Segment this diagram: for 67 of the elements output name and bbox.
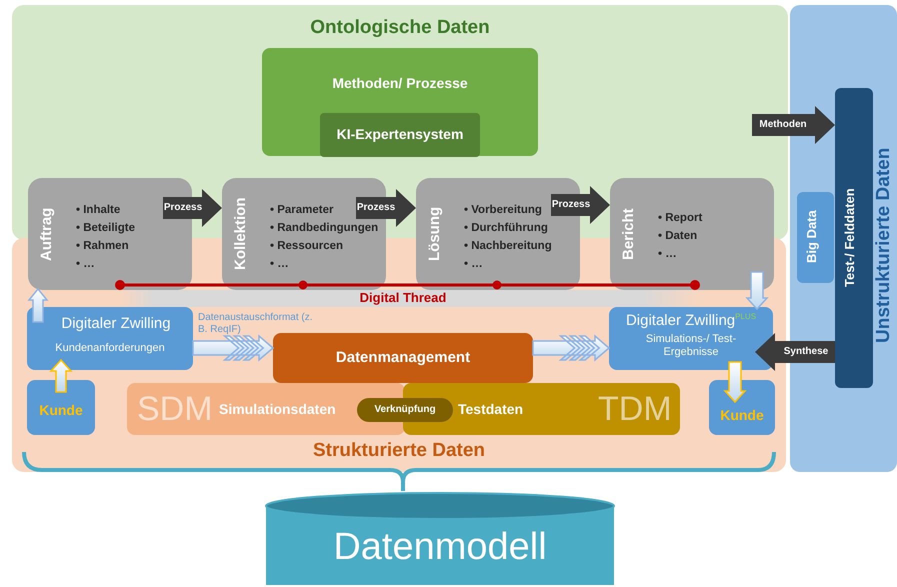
block-arrow [745,271,769,310]
band-heading: Unstrukturierte Daten [873,146,895,345]
edge-label: Methoden [758,119,808,131]
block-arrow [752,106,835,144]
box-label: Big Data [805,209,820,266]
list-item: • Inhalte [76,204,120,218]
edge-label: Synthese [782,346,830,358]
customer-box [27,380,95,435]
box-label: Kunde [719,407,765,424]
watermark-label: TDM [598,390,673,430]
customer-box [709,380,775,435]
box-label: Simulationsdaten [219,401,337,418]
block-arrow [163,189,222,227]
list-item: • Parameter [270,204,334,218]
band-heading: Strukturierte Daten [312,440,486,462]
block-arrow [49,358,73,393]
cylinder-label: Datenmodell [332,526,548,570]
edge-label: Prozess [550,199,592,211]
watermark-label: SDM [137,390,214,430]
box-label: KI-Expertensystem [336,126,464,142]
expert-system-box [320,113,480,157]
twin-box [27,307,193,370]
data-management-box [273,333,533,383]
twin-box [609,307,773,370]
card-heading: Lösung [426,206,444,264]
database-cylinder [265,492,615,585]
list-item: • Rahmen [76,240,129,254]
list-item: • … [270,258,289,272]
bar-label: Test-/ Felddaten [843,188,858,290]
edge-label: Datenaustauschformat (z. B. ReqIF) [198,312,314,336]
list-item: • Daten [658,230,698,244]
box-label: Datenmanagement [334,349,472,366]
edge-label: Prozess [356,202,396,214]
list-item: • Ressourcen [270,240,344,254]
box-subtitle: Simulations-/ Test-Ergebnisse [644,333,738,358]
block-arrow [723,361,747,404]
card-heading: Auftrag [38,206,56,263]
box-heading: Digitaler Zwilling$^{PLUS}$ [624,312,758,330]
list-item: • Beteiligte [76,222,135,236]
list-item: • Nachbereitung [464,240,552,254]
box-label: Kunde [38,402,84,418]
block-arrow [356,189,416,227]
box-label: Testdaten [458,401,524,418]
list-item: • Durchführung [464,222,548,236]
process-card [610,178,774,290]
link-pill [357,398,453,422]
edge-label: Prozess [162,202,204,214]
block-arrow [755,333,835,371]
band-heading: Ontologische Daten [309,17,491,39]
box-heading: Digitaler Zwilling [60,315,172,332]
data-box [797,192,834,283]
list-item: • … [658,248,677,262]
list-item: • Report [658,212,702,226]
list-item: • Randbedingungen [270,222,378,236]
method-box [262,48,538,156]
list-item: • … [464,258,483,272]
block-arrow [551,186,610,224]
card-heading: Kollektion [232,196,250,272]
pill-label: Verknüpfung [373,404,437,416]
card-heading: Bericht [620,207,638,262]
list-item: • Vorbereitung [464,204,542,218]
list-item: • … [76,258,95,272]
box-subtitle: Kundenanforderungen [54,342,166,355]
box-heading: Methoden/ Prozesse [331,75,469,92]
block-arrow [27,288,49,323]
data-bar [835,88,873,388]
thread-label: Digital Thread [358,291,448,306]
